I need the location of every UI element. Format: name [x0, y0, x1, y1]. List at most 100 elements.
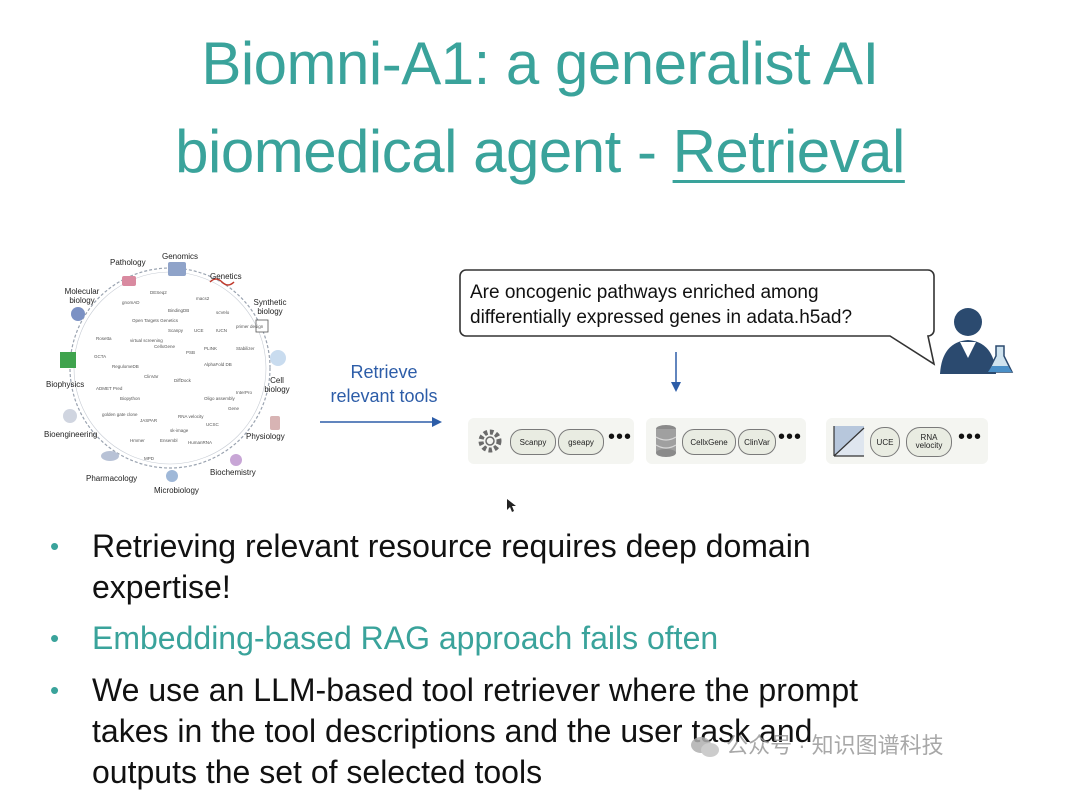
more-tools-ellipsis: •••	[608, 426, 633, 448]
tool-label: Rosetta	[96, 336, 112, 341]
tool-label: Oligo assembly	[204, 396, 235, 401]
tool-label: DESeq2	[150, 290, 167, 295]
dna-icon	[209, 278, 235, 286]
tool-label: HumanRNA	[188, 440, 213, 445]
tool-label: Open Targets Genetics	[132, 318, 178, 323]
tool-pill[interactable]: RNA velocity	[906, 427, 952, 457]
down-arrow-icon	[671, 352, 681, 392]
tool-label: virtual screening	[130, 338, 163, 343]
biochemistry-icon	[230, 454, 242, 466]
tool-label: RNA velocity	[178, 414, 204, 419]
bullet-text: We use an LLM-based tool retriever where…	[92, 672, 859, 708]
bullet-dot: •	[50, 675, 60, 705]
tool-label: CellxGene	[154, 344, 176, 349]
query-speech-bubble	[459, 269, 936, 366]
watermark-text: 公众号 · 知识图谱科技	[726, 733, 944, 758]
tool-label: Stabilizer	[236, 346, 255, 351]
molecule-icon	[71, 307, 85, 321]
synthetic-biology-icon	[255, 319, 269, 333]
tool-label: ADMET Pred	[96, 386, 123, 391]
domain-physiology: Physiology	[246, 432, 285, 441]
retrieve-label: Retrieve relevant tools	[314, 360, 454, 408]
tool-label: Gene	[228, 406, 240, 411]
bullet-text: expertise!	[92, 569, 231, 605]
tool-label: gnomAD	[122, 300, 140, 305]
toolset-group-3: UCE RNA velocity •••	[826, 418, 988, 464]
bioengineering-icon	[63, 409, 77, 423]
watermark: 公众号 · 知识图谱科技	[690, 728, 944, 760]
query-line1: Are oncogenic pathways enriched among	[470, 282, 819, 303]
tool-label: Biopython	[120, 396, 141, 401]
domain-genomics: Genomics	[162, 252, 199, 261]
retrieve-line2: relevant tools	[330, 386, 438, 406]
tool-label: Scanpy	[168, 328, 184, 333]
domain-biophysics: Biophysics	[46, 380, 85, 389]
bullet-text: outputs the set of selected tools	[92, 754, 543, 790]
retrieval-link[interactable]: Retrieval	[672, 118, 906, 185]
protein-icon	[60, 352, 76, 368]
genomics-icon	[168, 262, 186, 276]
tool-label: golden gate clone	[102, 412, 138, 417]
tool-label: UCSC	[206, 422, 219, 427]
query-line2: differentially expressed genes in adata.…	[470, 307, 853, 328]
tool-pill[interactable]: Scanpy	[510, 429, 556, 455]
bullet-text: Embedding-based RAG approach fails often	[92, 620, 719, 656]
more-tools-ellipsis: •••	[958, 426, 983, 448]
physiology-icon	[270, 416, 280, 430]
domain-bioengineering: Bioengineering	[44, 430, 98, 439]
pharmacology-icon	[101, 451, 119, 461]
tool-label: PSB	[186, 350, 196, 355]
tool-label: AlphaFold DB	[204, 362, 232, 367]
tool-label: RegulomeDB	[112, 364, 139, 369]
domain-biochemistry: Biochemistry	[210, 468, 256, 477]
tool-pill[interactable]: CellxGene	[682, 429, 736, 455]
tool-pill[interactable]: gseapy	[558, 429, 604, 455]
toolset-group-2: CellxGene ClinVar •••	[646, 418, 806, 464]
tool-label: ClinVar	[144, 374, 159, 379]
tool-pill[interactable]: ClinVar	[738, 429, 776, 455]
chart-icon	[833, 426, 865, 457]
slide-title-line2: biomedical agent - Retrieval	[0, 112, 1080, 192]
tool-label: Hmmer	[130, 438, 145, 443]
tool-pill[interactable]: UCE	[870, 427, 900, 457]
tool-label: GCTA	[94, 354, 107, 359]
tool-label: PLINK	[204, 346, 218, 351]
tool-label: primer design	[236, 324, 264, 329]
domain-pathology: Pathology	[110, 258, 146, 267]
tool-label: InterPro	[236, 390, 253, 395]
domain-synthetic-biology: Synthetic biology	[253, 298, 287, 316]
domain-molecular-biology: Molecular biology	[64, 287, 100, 305]
user-query: Are oncogenic pathways enriched among di…	[470, 280, 940, 330]
bullet-dot: •	[50, 623, 60, 653]
wheel-graphic	[60, 262, 286, 482]
tool-label: IUCN	[216, 328, 227, 333]
scientist-user-icon	[940, 308, 1014, 374]
retrieve-line1: Retrieve	[350, 362, 418, 382]
domain-pharmacology: Pharmacology	[86, 474, 138, 483]
tool-label: macs2	[196, 296, 210, 301]
slide-title-line1: Biomni-A1: a generalist AI	[201, 30, 879, 97]
pathology-icon	[122, 276, 136, 286]
domain-microbiology: Microbiology	[154, 486, 199, 495]
more-tools-ellipsis: •••	[778, 426, 803, 448]
tool-label: JASPAR	[140, 418, 158, 423]
microbiology-icon	[166, 470, 178, 482]
domain-genetics: Genetics	[210, 272, 242, 281]
toolset-group-1: Scanpy gseapy •••	[468, 418, 634, 464]
domain-cell-biology: Cell biology	[264, 376, 290, 394]
gear-icon	[478, 429, 502, 453]
tool-label: Ensembl	[160, 438, 178, 443]
bullet-dot: •	[50, 531, 60, 561]
database-icon	[655, 425, 677, 457]
tool-label: sk-image	[170, 428, 189, 433]
biomedical-domain-wheel: Pathology Genomics Genetics Molecular bi…	[40, 240, 300, 500]
tool-label: MPD	[144, 456, 154, 461]
title-prefix: biomedical agent -	[175, 118, 673, 185]
wechat-icon	[691, 737, 719, 758]
right-arrow-icon	[320, 417, 442, 427]
tool-label: UCE	[194, 328, 204, 333]
mouse-cursor-icon	[507, 499, 516, 512]
tool-label: BindingDB	[168, 308, 190, 313]
bullet-text: Retrieving relevant resource requires de…	[92, 528, 811, 564]
tool-label: scVelo	[216, 310, 230, 315]
